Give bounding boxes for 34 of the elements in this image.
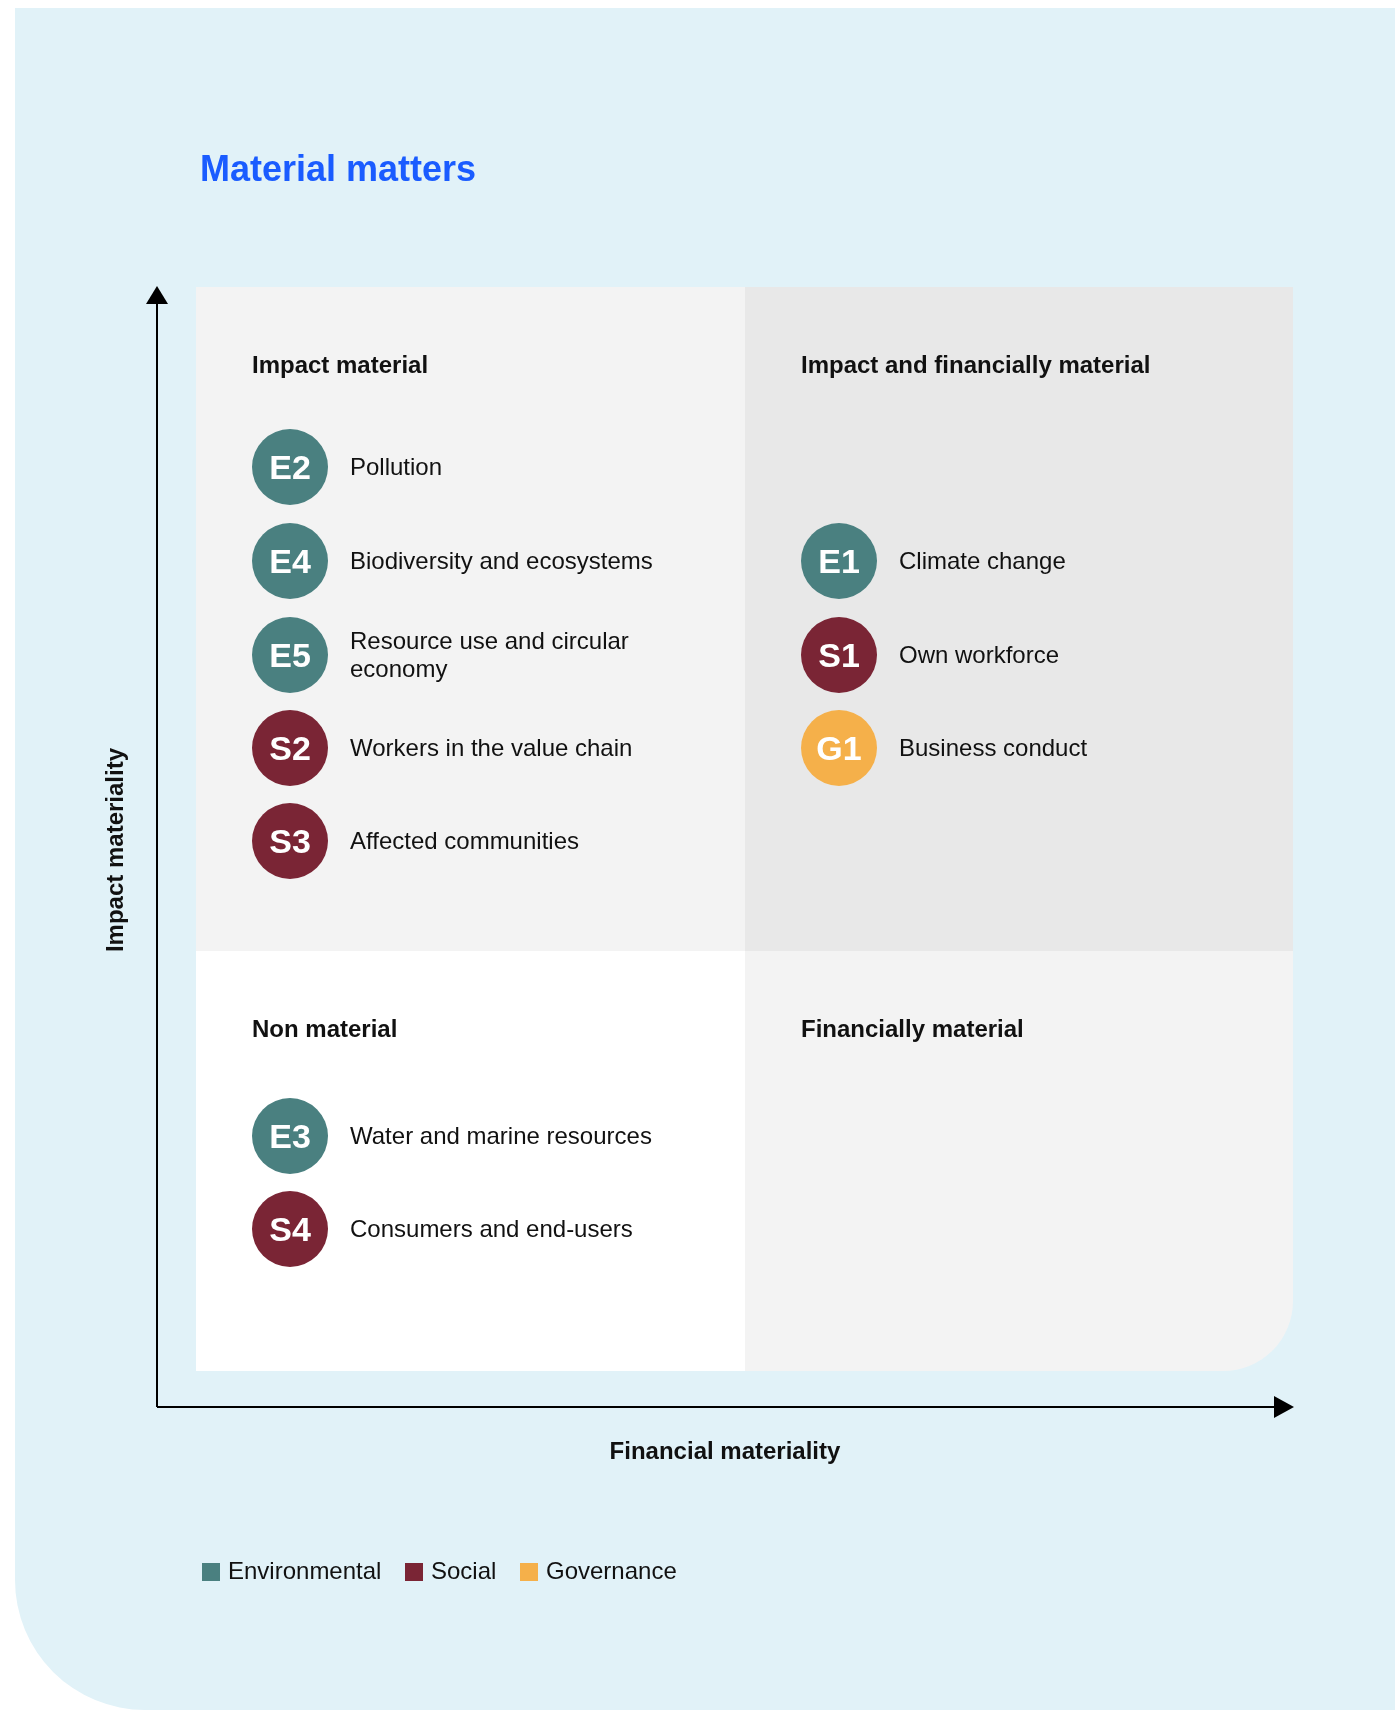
topic-label: Business conduct — [899, 734, 1089, 762]
category-badge: S2 — [252, 710, 328, 786]
legend-label: Environmental — [228, 1557, 382, 1585]
quadrant-panel — [196, 287, 745, 951]
topic-label: Workers in the value chain — [350, 734, 634, 762]
category-badge: S1 — [801, 617, 877, 693]
category-badge: E2 — [252, 429, 328, 505]
axis-label: Financial materiality — [609, 1437, 841, 1465]
category-badge: S3 — [252, 803, 328, 879]
category-badge: E4 — [252, 523, 328, 599]
topic-label: Affected communities — [350, 827, 580, 855]
quadrant-panel — [745, 287, 1293, 951]
title: Material matters — [200, 148, 477, 190]
quadrant-heading: Non material — [252, 1015, 398, 1043]
topic-label: Consumers and end-users — [350, 1215, 634, 1243]
topic-label: Own workforce — [899, 641, 1061, 669]
category-badge: G1 — [801, 710, 877, 786]
quadrant-heading: Financially material — [801, 1015, 1024, 1043]
quadrant-heading: Impact and financially material — [801, 351, 1151, 379]
quadrant-heading: Impact material — [252, 351, 429, 379]
axis-label: Impact materiality — [101, 747, 129, 953]
legend-label: Social — [431, 1557, 497, 1585]
legend-label: Governance — [546, 1557, 677, 1585]
topic-label: Water and marine resources — [350, 1122, 653, 1150]
topic-label: Climate change — [899, 547, 1067, 575]
quadrant-panel — [745, 951, 1293, 1371]
quadrant-panel — [196, 951, 745, 1371]
category-badge: S4 — [252, 1191, 328, 1267]
category-badge: E3 — [252, 1098, 328, 1174]
topic-label: Pollution — [350, 453, 444, 481]
category-badge: E5 — [252, 617, 328, 693]
category-badge: E1 — [801, 523, 877, 599]
topic-label: Biodiversity and ecosystems — [350, 547, 654, 575]
topic-label: Resource use and circular economy — [350, 627, 630, 683]
